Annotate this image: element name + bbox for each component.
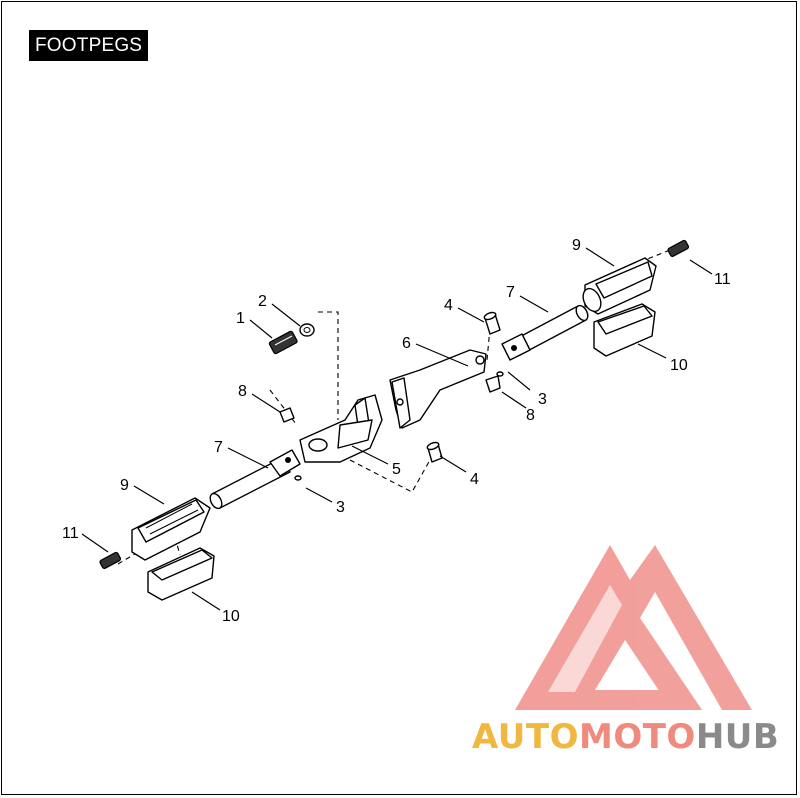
callout-8-left: 8 <box>238 383 247 400</box>
callout-5: 5 <box>392 461 401 478</box>
part-left-pin <box>209 449 301 510</box>
part-right-footpeg <box>582 257 657 315</box>
part-lower-pin <box>426 441 443 463</box>
callout-8-right: 8 <box>526 407 535 424</box>
leader-line <box>507 371 531 391</box>
part-right-clip <box>485 375 501 393</box>
leader-line <box>519 295 549 313</box>
callout-4-upper: 4 <box>444 297 453 314</box>
part-right-rubber-pad <box>593 303 656 357</box>
leader-line <box>271 303 301 327</box>
leader-line <box>637 343 667 359</box>
callout-11-right: 11 <box>714 271 731 288</box>
part-right-pin <box>501 304 589 361</box>
leader-line <box>249 319 273 339</box>
part-right-bracket <box>389 349 487 429</box>
leader-line <box>81 533 109 553</box>
leader-line <box>439 455 467 473</box>
leader-line <box>457 307 485 323</box>
callout-9-right: 9 <box>572 237 581 254</box>
part-upper-pin <box>483 311 501 335</box>
part-left-rubber-pad <box>147 547 215 601</box>
callout-3-left: 3 <box>336 499 345 516</box>
callout-11-left: 11 <box>62 525 79 542</box>
callout-2: 2 <box>258 293 267 310</box>
leader-line <box>501 391 527 409</box>
callout-10-right: 10 <box>670 357 688 374</box>
watermark-text: AUTOMOTOHUB <box>472 717 779 757</box>
page-title: FOOTPEGS <box>29 30 149 61</box>
callout-6: 6 <box>402 335 411 352</box>
part-screw <box>268 330 298 355</box>
leader-line <box>191 591 221 611</box>
leader-line <box>133 485 165 505</box>
alignment-line <box>349 459 431 493</box>
leader-line <box>227 447 269 469</box>
part-left-footpeg <box>131 497 211 561</box>
part-right-oring <box>496 371 504 377</box>
part-left-oring <box>294 475 302 481</box>
callout-7-right: 7 <box>506 284 515 301</box>
alignment-line <box>318 311 339 420</box>
callout-9-left: 9 <box>120 477 129 494</box>
callout-4-lower: 4 <box>470 471 479 488</box>
leader-line <box>415 343 469 367</box>
leader-line <box>351 445 389 465</box>
part-left-clip <box>279 407 295 423</box>
leader-line <box>305 487 333 503</box>
callout-1: 1 <box>236 310 245 327</box>
alignment-line <box>269 389 297 425</box>
leader-line <box>585 247 615 267</box>
leader-line <box>251 393 281 413</box>
part-left-screw <box>99 551 122 570</box>
alignment-line <box>639 245 681 263</box>
callout-7-left: 7 <box>214 439 223 456</box>
callout-10-left: 10 <box>222 608 240 625</box>
leader-line <box>689 259 713 275</box>
watermark-logo-icon <box>515 545 752 710</box>
part-left-bracket <box>299 394 383 463</box>
part-right-screw <box>667 239 690 258</box>
callout-3-right: 3 <box>538 391 547 408</box>
